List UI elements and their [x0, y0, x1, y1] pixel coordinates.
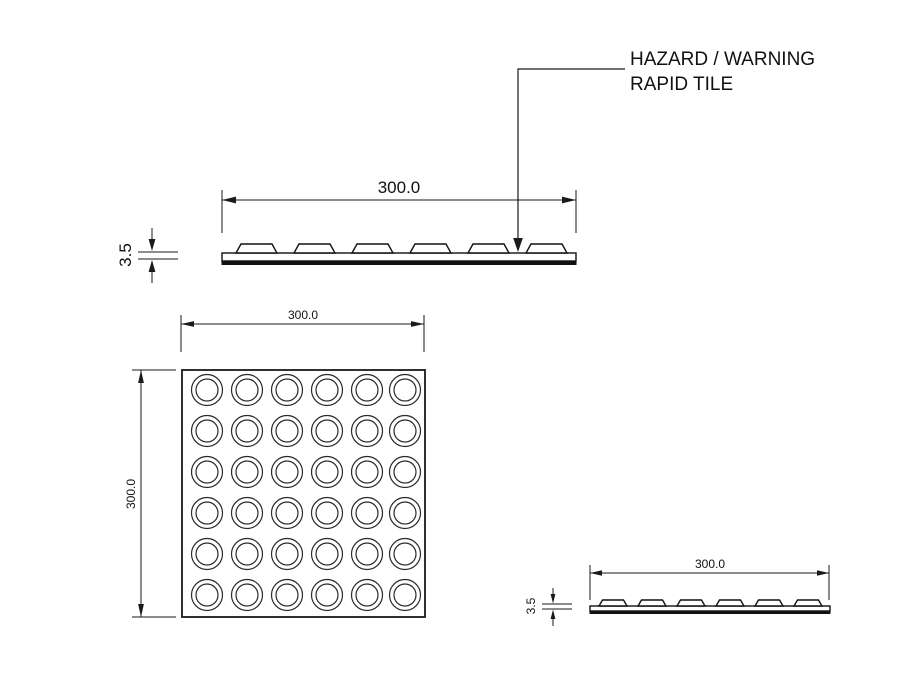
dome-inner-circle — [315, 460, 339, 484]
lower-width-dimension: 300.0 — [589, 557, 830, 600]
upper-width-dimension: 300.0 — [221, 178, 577, 233]
dome-row — [190, 455, 422, 489]
dome-profile — [234, 243, 279, 254]
callout-label-line1: HAZARD / WARNING — [630, 49, 815, 70]
dome-row — [190, 537, 422, 571]
dome-inner-circle — [195, 419, 219, 443]
dome-inner-circle — [393, 460, 417, 484]
dome-inner-circle — [195, 378, 219, 402]
dome-inner-circle — [235, 378, 259, 402]
dome-inner-circle — [315, 378, 339, 402]
plan-height-dimension: 300.0 — [124, 369, 176, 618]
dome-inner-circle — [195, 542, 219, 566]
dome-inner-circle — [235, 542, 259, 566]
dome-inner-circle — [275, 378, 299, 402]
side-elevation-upper: 300.0 3.5 — [116, 178, 577, 283]
dome-inner-circle — [275, 501, 299, 525]
dome-inner-circle — [355, 501, 379, 525]
dome-row — [190, 578, 422, 612]
dome-inner-circle — [235, 460, 259, 484]
dome-inner-circle — [315, 501, 339, 525]
dome-inner-circle — [315, 583, 339, 607]
lower-thickness-dimension: 3.5 — [524, 588, 572, 626]
dome-profile — [636, 599, 668, 607]
plan-width-dimension: 300.0 — [180, 308, 425, 352]
plan-height-dimension-text: 300.0 — [124, 479, 138, 509]
dome-row — [190, 414, 422, 448]
dome-inner-circle — [315, 542, 339, 566]
dome-profile — [466, 243, 511, 254]
dome-inner-circle — [393, 542, 417, 566]
plan-width-dimension-text: 300.0 — [288, 308, 318, 322]
upper-thickness-dimension-text: 3.5 — [116, 243, 135, 267]
dome-inner-circle — [355, 460, 379, 484]
side-elevation-lower: 300.0 3.5 — [524, 557, 831, 626]
dome-inner-circle — [235, 419, 259, 443]
upper-width-dimension-text: 300.0 — [378, 178, 421, 197]
dome-inner-circle — [393, 583, 417, 607]
dome-inner-circle — [275, 419, 299, 443]
dome-inner-circle — [355, 583, 379, 607]
plan-tile-outline — [181, 369, 426, 618]
dome-inner-circle — [235, 583, 259, 607]
dome-inner-circle — [355, 542, 379, 566]
callout-leader — [513, 68, 625, 252]
dome-inner-circle — [275, 460, 299, 484]
dome-profile — [792, 599, 824, 607]
dome-inner-circle — [315, 419, 339, 443]
leader-arrowhead — [513, 238, 523, 252]
dome-profile — [597, 599, 629, 607]
dome-row — [190, 373, 422, 407]
dome-inner-circle — [393, 501, 417, 525]
callout-label-line2: RAPID TILE — [630, 74, 733, 95]
dome-inner-circle — [275, 542, 299, 566]
plan-view: 300.0 300.0 — [124, 308, 426, 618]
dome-inner-circle — [195, 460, 219, 484]
lower-width-dimension-text: 300.0 — [695, 557, 725, 571]
dome-profile — [350, 243, 395, 254]
dome-inner-circle — [393, 419, 417, 443]
dome-inner-circle — [235, 501, 259, 525]
dome-row — [190, 496, 422, 530]
dome-inner-circle — [393, 378, 417, 402]
lower-tile-profile — [589, 599, 831, 614]
dome-profile — [292, 243, 337, 254]
dome-profile — [675, 599, 707, 607]
dome-inner-circle — [195, 501, 219, 525]
dome-inner-circle — [355, 419, 379, 443]
plan-dome-grid — [190, 373, 422, 612]
dome-profile — [714, 599, 746, 607]
dome-inner-circle — [355, 378, 379, 402]
dome-inner-circle — [275, 583, 299, 607]
dome-inner-circle — [195, 583, 219, 607]
dome-profile — [753, 599, 785, 607]
upper-thickness-dimension: 3.5 — [116, 228, 178, 283]
dome-profile — [524, 243, 569, 254]
upper-tile-profile — [221, 243, 577, 265]
lower-thickness-dimension-text: 3.5 — [524, 597, 538, 614]
dome-profile — [408, 243, 453, 254]
